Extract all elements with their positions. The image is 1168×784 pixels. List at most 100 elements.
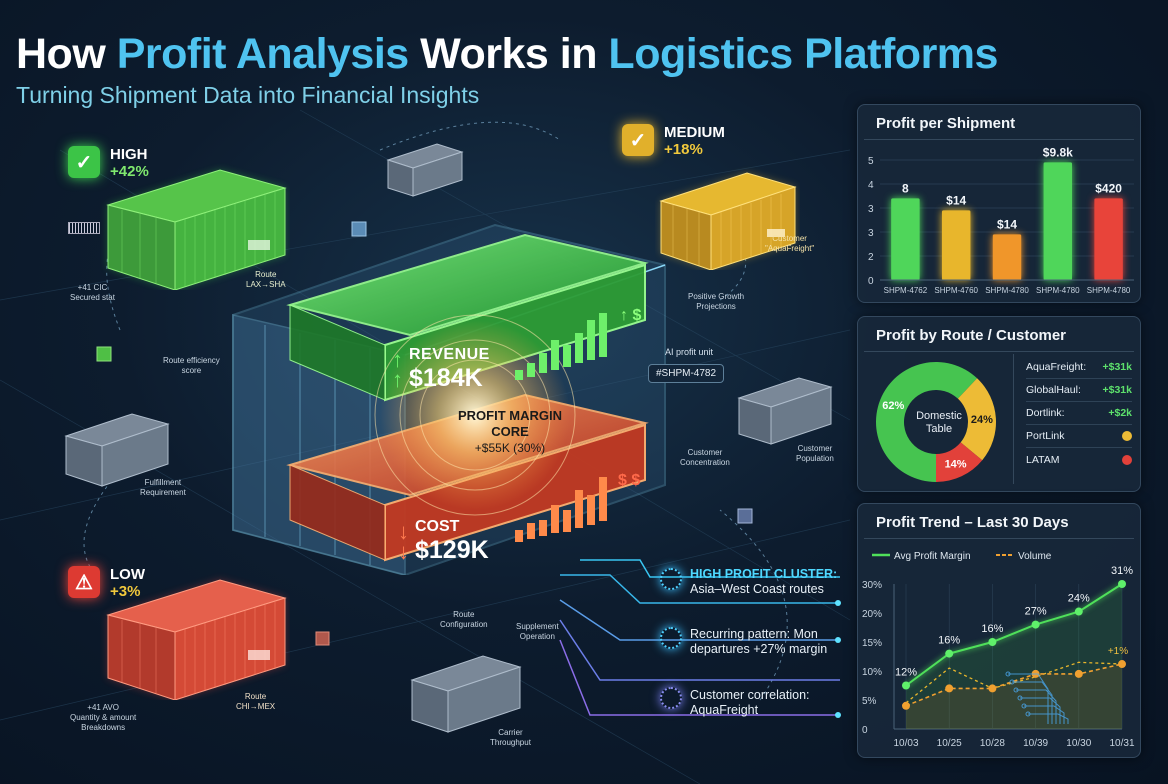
donut-slice[interactable] xyxy=(957,378,996,461)
svg-text:10/30: 10/30 xyxy=(1066,738,1091,749)
check-icon: ✓ xyxy=(68,146,100,178)
svg-text:4: 4 xyxy=(868,180,874,191)
bar[interactable]: $14 xyxy=(992,217,1022,280)
svg-text:10/28: 10/28 xyxy=(980,738,1005,749)
svg-text:↑ $: ↑ $ xyxy=(620,307,641,324)
bar[interactable]: $9.8k xyxy=(1043,145,1073,280)
legend-item[interactable]: GlobalHaul:+$31k xyxy=(1026,379,1132,402)
insight-high-profit-cluster[interactable]: HIGH PROFIT CLUSTER: Asia–West Coast rou… xyxy=(690,567,838,596)
svg-text:14%: 14% xyxy=(945,459,967,471)
svg-text:SHPM-4762: SHPM-4762 xyxy=(884,286,928,295)
barcode-icon xyxy=(68,222,100,234)
svg-text:3: 3 xyxy=(868,204,874,215)
svg-text:0: 0 xyxy=(862,725,868,736)
svg-text:SHPM-4780: SHPM-4780 xyxy=(1087,286,1131,295)
svg-text:30%: 30% xyxy=(862,580,882,591)
high-profit-container xyxy=(106,169,287,290)
bar[interactable]: $14 xyxy=(941,193,971,280)
data-point[interactable] xyxy=(1074,669,1083,678)
svg-text:$14: $14 xyxy=(946,193,966,207)
insight-customer-correlation[interactable]: Customer correlation: AquaFreight xyxy=(690,688,810,717)
bar[interactable]: $420 xyxy=(1094,181,1123,280)
tier-pct: +3% xyxy=(110,583,141,600)
data-point[interactable] xyxy=(1031,620,1040,629)
data-point[interactable] xyxy=(1118,660,1126,669)
panel-title: Profit Trend – Last 30 Days xyxy=(864,504,1134,539)
svg-text:20%: 20% xyxy=(862,609,882,620)
tier-label: LOW xyxy=(110,566,145,583)
svg-text:16%: 16% xyxy=(981,623,1003,635)
medium-badge: ✓ MEDIUM+18% xyxy=(622,124,725,158)
legend-item[interactable]: PortLink xyxy=(1026,425,1132,448)
svg-text:16%: 16% xyxy=(938,635,960,647)
margin-label: CORE xyxy=(491,424,529,439)
svg-text:10/03: 10/03 xyxy=(893,738,918,749)
data-point[interactable] xyxy=(945,649,954,658)
legend-item[interactable]: Dortlink:+$2k xyxy=(1026,402,1132,425)
svg-text:10%: 10% xyxy=(862,667,882,678)
svg-text:10/25: 10/25 xyxy=(937,738,962,749)
svg-text:Volume: Volume xyxy=(1018,551,1052,562)
data-point[interactable] xyxy=(988,638,997,646)
cluster-icon xyxy=(660,568,682,590)
high-badge: ✓ HIGH+42% xyxy=(68,146,149,180)
legend-item[interactable]: LATAM xyxy=(1026,448,1132,471)
bar[interactable]: 8 xyxy=(891,181,920,280)
svg-text:24%: 24% xyxy=(1068,593,1090,605)
cost-block: ↓↓ COST$129K xyxy=(398,518,489,565)
svg-text:$ $: $ $ xyxy=(618,472,640,489)
title-part: Works in xyxy=(408,30,609,78)
svg-text:31%: 31% xyxy=(1111,565,1133,577)
correlation-icon xyxy=(660,687,682,709)
profit-core-container: ↑ $ $ $ xyxy=(232,223,666,575)
ai-unit-label: AI profit unit xyxy=(665,347,714,357)
svg-text:10/39: 10/39 xyxy=(1023,738,1048,749)
legend-item[interactable]: AquaFreight:+$31k xyxy=(1026,356,1132,379)
svg-text:SHPM-4780: SHPM-4780 xyxy=(985,286,1029,295)
svg-text:5%: 5% xyxy=(862,696,877,707)
profit-margin-core: PROFIT MARGIN CORE +$55K (30%) xyxy=(440,408,580,456)
title-highlight: Profit Analysis xyxy=(116,30,410,78)
customer-caption: Customer"AquaFreight" xyxy=(765,234,815,253)
tier-label: HIGH xyxy=(110,146,148,163)
donut-slice[interactable] xyxy=(876,362,978,482)
svg-text:10/31: 10/31 xyxy=(1109,738,1134,749)
data-point[interactable] xyxy=(988,684,997,693)
data-point[interactable] xyxy=(1118,580,1126,588)
svg-text:24%: 24% xyxy=(971,414,993,426)
data-point[interactable] xyxy=(945,684,954,693)
profit-trend-panel: Profit Trend – Last 30 Days Avg Profit M… xyxy=(857,503,1141,758)
medium-profit-container xyxy=(659,172,797,270)
tier-pct: +18% xyxy=(664,141,703,158)
svg-text:$14: $14 xyxy=(997,217,1017,231)
svg-text:12%: 12% xyxy=(895,667,917,679)
gray-container-top xyxy=(386,143,464,197)
gray-container-right xyxy=(737,377,833,445)
data-point[interactable] xyxy=(902,681,910,690)
shipment-id-tag[interactable]: #SHPM-4782 xyxy=(648,364,725,383)
low-profit-container xyxy=(106,579,287,700)
data-point[interactable] xyxy=(1074,607,1083,616)
legend-dot-icon xyxy=(1122,431,1132,441)
circuit-decoration-icon xyxy=(1005,671,1069,724)
svg-text:62%: 62% xyxy=(882,400,904,412)
revenue-block: ↑↑ REVENUE$184K xyxy=(392,346,490,393)
legend-dot-icon xyxy=(1122,454,1132,465)
donut-slice[interactable] xyxy=(936,442,983,482)
svg-text:0: 0 xyxy=(868,276,874,287)
page-subtitle: Turning Shipment Data into Financial Ins… xyxy=(16,82,480,108)
insight-recurring-pattern[interactable]: Recurring pattern: Mon departures +27% m… xyxy=(690,627,828,656)
data-point[interactable] xyxy=(902,701,910,710)
warning-icon: ⚠ xyxy=(68,566,100,598)
svg-text:SHPM-4760: SHPM-4760 xyxy=(934,286,978,295)
gray-container-bottom xyxy=(410,655,522,733)
panel-title: Profit per Shipment xyxy=(864,105,1134,140)
